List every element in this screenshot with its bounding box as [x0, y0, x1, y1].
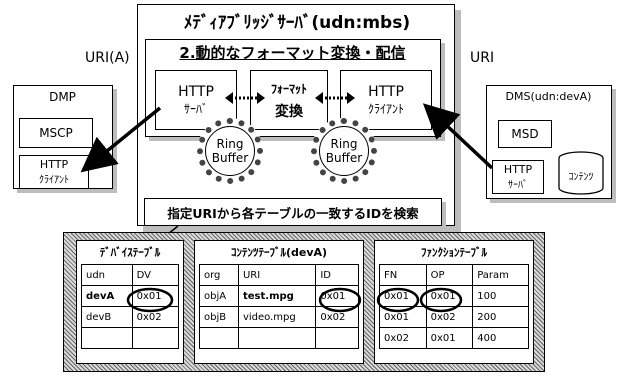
table-row [199, 327, 359, 349]
device-table-frame: ﾃﾞﾊﾞｲｽﾃｰﾌﾞﾙ udn DV devA 0x01 devB 0x02 [76, 240, 184, 364]
table-row: 0x02 0x01 400 [379, 327, 529, 349]
table-row: objB video.mpg 0x02 [199, 306, 359, 328]
http-server-line2: ｻｰﾊﾞ [183, 101, 208, 116]
table-cell: 0x02 [379, 327, 427, 349]
function-table-title: ﾌｧﾝｸｼｮﾝﾃｰﾌﾞﾙ [421, 246, 487, 259]
table-header-row: FN OP Param [379, 264, 529, 286]
dms-http-line1: HTTP [503, 163, 533, 176]
msd-label: MSD [511, 127, 539, 141]
table-row: objA test.mpg 0x01 [199, 285, 359, 307]
http-client-line2: ｸﾗｲｱﾝﾄ [367, 101, 404, 116]
table-row [81, 327, 180, 349]
ring-buffer-1-line1: Ring [216, 137, 244, 151]
table-cell: 100 [472, 285, 529, 307]
device-table: udn DV devA 0x01 devB 0x02 [81, 264, 180, 349]
dmp-http-line1: HTTP [39, 158, 69, 171]
table-cell: objB [199, 306, 239, 328]
dms-http-line2: ｻｰﾊﾞ [508, 180, 528, 191]
device-table-title: ﾃﾞﾊﾞｲｽﾃｰﾌﾞﾙ [99, 246, 161, 259]
table-cell: 400 [472, 327, 529, 349]
dmp-http-client-box: HTTP ｸﾗｲｱﾝﾄ [19, 155, 89, 189]
ring-buffer-1-line2: Buffer [211, 151, 249, 165]
table-cell [131, 327, 180, 349]
table-cell: devA [81, 285, 133, 307]
table-cell: 0x02 [425, 306, 474, 328]
table-cell: 0x01 [379, 306, 427, 328]
ring-buffer-2-line2: Buffer [325, 151, 363, 165]
ring-buffer-2-inner: Ring Buffer [319, 126, 369, 176]
content-table: org URI ID objA test.mpg 0x01 objB video… [199, 264, 359, 349]
format-line1: ﾌｫｰﾏｯﾄ [270, 81, 307, 96]
table-header-cell: FN [379, 264, 427, 286]
server-title: ﾒﾃﾞｨｱﾌﾞﾘｯｼﾞｻｰﾊﾞ(udn:mbs) [183, 13, 411, 33]
table-cell: 0x01 [425, 285, 474, 307]
uri-label: URI [470, 50, 495, 66]
contents-label: ｺﾝﾃﾝﾂ [568, 172, 594, 183]
mscp-label: MSCP [39, 126, 73, 140]
table-cell [237, 327, 317, 349]
table-header-cell: org [199, 264, 239, 286]
table-header-row: org URI ID [199, 264, 359, 286]
table-header-row: udn DV [81, 264, 180, 286]
search-bar: 指定URIから各テーブルの一致するIDを検索 [144, 198, 442, 226]
format-line2: 変換 [275, 103, 303, 120]
table-cell: devB [81, 306, 133, 328]
table-cell: 0x01 [131, 285, 180, 307]
table-cell: 0x02 [131, 306, 180, 328]
function-table-frame: ﾌｧﾝｸｼｮﾝﾃｰﾌﾞﾙ FN OP Param 0x01 0x01 100 0… [374, 240, 534, 364]
dms-title: DMS(udn:devA) [505, 90, 592, 103]
dmp-http-line2: ｸﾗｲｱﾝﾄ [39, 175, 69, 186]
table-cell: 0x02 [315, 306, 359, 328]
content-table-frame: ｺﾝﾃﾝﾂﾃｰﾌﾞﾙ(devA) org URI ID objA test.mp… [194, 240, 364, 364]
format-conversion-box: ﾌｫｰﾏｯﾄ 変換 [250, 70, 328, 130]
function-table: FN OP Param 0x01 0x01 100 0x01 0x02 200 … [379, 264, 529, 349]
table-cell: video.mpg [237, 306, 317, 328]
msd-box: MSD [498, 120, 552, 148]
table-cell [81, 327, 133, 349]
table-row: devA 0x01 [81, 285, 180, 307]
table-header-cell: URI [237, 264, 317, 286]
table-header-cell: DV [131, 264, 180, 286]
table-cell: test.mpg [237, 285, 317, 307]
table-row: 0x01 0x01 100 [379, 285, 529, 307]
table-cell: 200 [472, 306, 529, 328]
table-row: devB 0x02 [81, 306, 180, 328]
contents-database-icon [558, 151, 604, 195]
http-client-line1: HTTP [368, 83, 404, 100]
dmp-title: DMP [49, 90, 76, 104]
table-header-cell: ID [315, 264, 359, 286]
table-row: 0x01 0x02 200 [379, 306, 529, 328]
search-label: 指定URIから各テーブルの一致するIDを検索 [167, 205, 419, 221]
double-arrow-left [225, 92, 265, 104]
dms-http-server-box: HTTP ｻｰﾊﾞ [492, 160, 544, 194]
ring-buffer-2-line1: Ring [330, 137, 358, 151]
http-server-box: HTTP ｻｰﾊﾞ [155, 70, 237, 130]
ring-buffer-1-inner: Ring Buffer [205, 126, 255, 176]
mscp-box: MSCP [19, 118, 93, 148]
uri-a-label: URI(A) [85, 50, 130, 66]
content-table-title: ｺﾝﾃﾝﾂﾃｰﾌﾞﾙ(devA) [230, 246, 328, 259]
table-cell: 0x01 [315, 285, 359, 307]
table-cell [199, 327, 239, 349]
table-cell: 0x01 [425, 327, 474, 349]
table-cell [315, 327, 359, 349]
table-header-cell: OP [425, 264, 474, 286]
double-arrow-right [315, 92, 355, 104]
table-header-cell: udn [81, 264, 133, 286]
table-cell: objA [199, 285, 239, 307]
table-cell: 0x01 [379, 285, 427, 307]
table-header-cell: Param [472, 264, 529, 286]
http-server-line1: HTTP [178, 83, 214, 100]
conversion-subtitle: 2.動的なフォーマット変換・配信 [179, 44, 406, 62]
http-client-box: HTTP ｸﾗｲｱﾝﾄ [340, 70, 432, 130]
